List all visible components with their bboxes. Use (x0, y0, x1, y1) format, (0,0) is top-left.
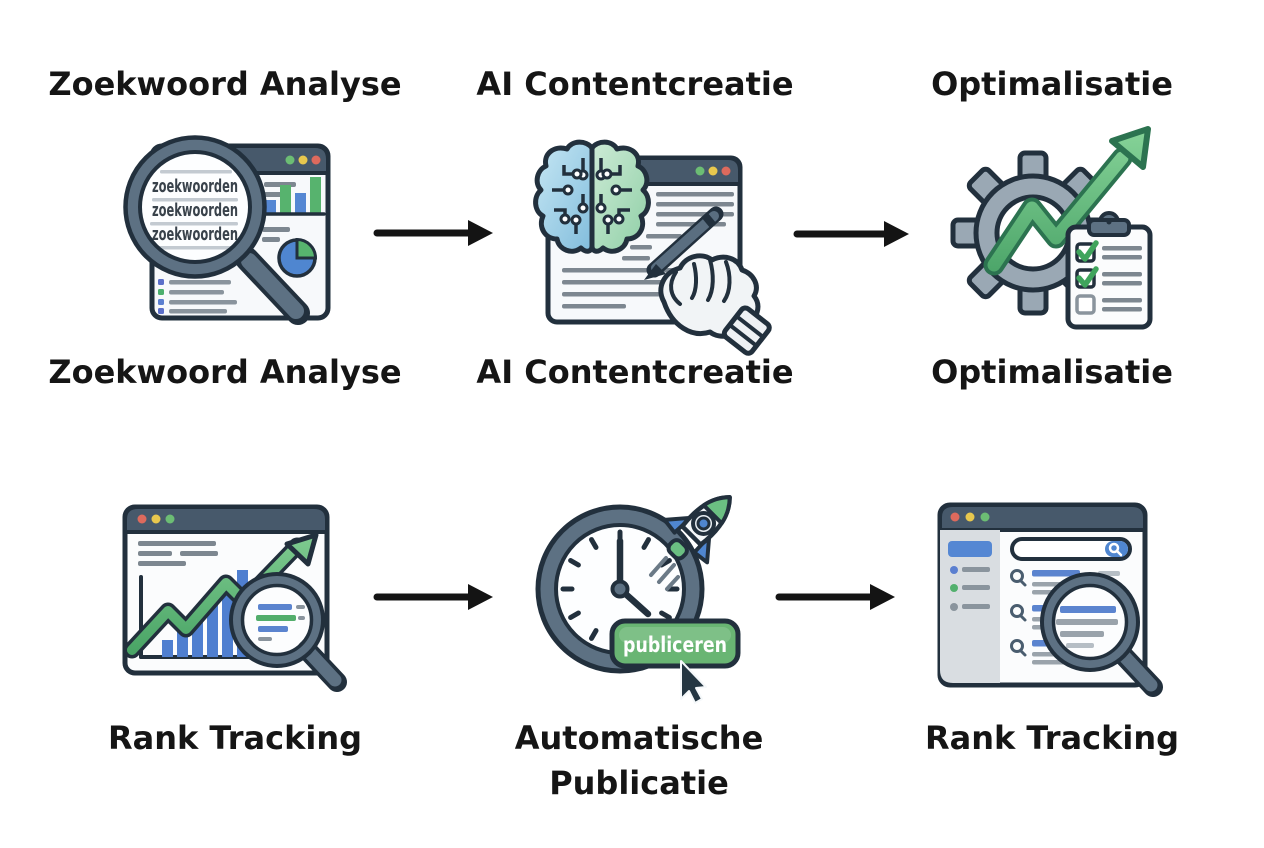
sidebar (940, 530, 1000, 683)
bar-chart (260, 177, 326, 216)
speed-lines (649, 556, 680, 591)
top-heading-keyword-analysis: Zoekwoord Analyse (48, 65, 402, 103)
cursor-icon (680, 660, 707, 704)
pencil-icon (644, 206, 724, 280)
wrist-cuff (721, 305, 772, 356)
window-controls (137, 514, 175, 524)
search-bar (1010, 537, 1132, 561)
robot-hand-icon (658, 253, 772, 356)
top-heading-ai-content: AI Contentcreatie (476, 65, 794, 103)
publish-button-label: publiceren (623, 633, 727, 657)
window-controls (285, 155, 321, 165)
keyword-line: zoekwoorden (152, 225, 238, 245)
caption-rank-tracking-left: Rank Tracking (107, 719, 363, 757)
rocket-icon (662, 495, 732, 565)
rank-tracking-chart-icon (122, 504, 347, 692)
clipboard-icon (1065, 211, 1153, 330)
keyword-line: zoekwoorden (152, 177, 238, 197)
caption-auto-publish: Automatische Publicatie (514, 719, 764, 803)
growth-arrow-icon (983, 126, 1151, 276)
window-controls (695, 166, 731, 176)
flow-arrow-bottom-right (775, 584, 895, 610)
text-lines (138, 541, 218, 566)
flow-arrow-top-left (373, 220, 493, 246)
top-heading-optimization: Optimalisatie (931, 65, 1173, 103)
magnifier-keywords: zoekwoorden zoekwoorden zoekwoorden (150, 170, 238, 250)
flow-arrow-bottom-left (373, 584, 493, 610)
caption-keyword-analysis: Zoekwoord Analyse (48, 353, 402, 391)
caption-ai-content: AI Contentcreatie (476, 353, 794, 391)
rank-tracking-serp-icon (937, 502, 1163, 697)
auto-publish-icon: publiceren (535, 495, 741, 704)
magnifier-icon (229, 572, 347, 692)
flow-arrow-top-right (793, 221, 909, 247)
bullet-list (158, 279, 237, 314)
caption-optimization: Optimalisatie (931, 353, 1173, 391)
checklist (1075, 240, 1142, 315)
publish-button: publiceren (609, 618, 741, 669)
circuit-brain-icon (533, 139, 651, 254)
search-icon (1108, 542, 1120, 554)
sidebar-button (948, 541, 992, 557)
keyword-analysis-icon: zoekwoorden zoekwoorden zoekwoorden (123, 135, 331, 325)
keyword-line: zoekwoorden (152, 201, 238, 221)
magnifier-icon: zoekwoorden zoekwoorden zoekwoorden (123, 135, 310, 325)
magnifier-icon (1040, 572, 1163, 697)
caption-rank-tracking-right: Rank Tracking (924, 719, 1180, 757)
optimization-icon (950, 126, 1153, 330)
ai-content-creation-icon (533, 139, 772, 356)
window-controls (950, 512, 990, 522)
pie-chart (262, 227, 318, 278)
